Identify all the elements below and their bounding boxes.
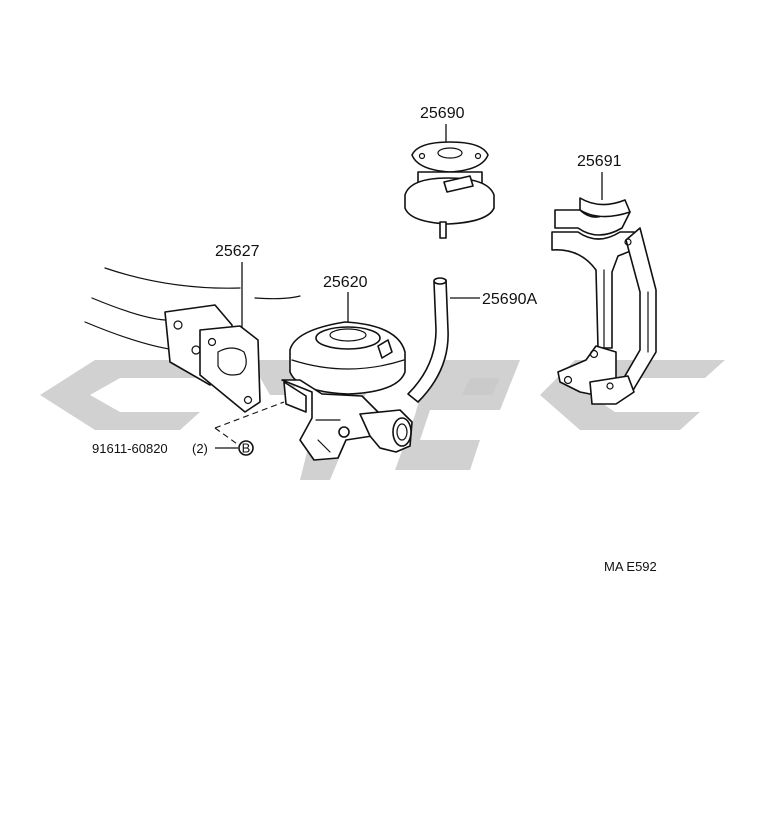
bolt-part-number: 91611-60820 xyxy=(92,441,168,456)
vsv-part xyxy=(404,141,495,239)
bolt-quantity: (2) xyxy=(192,441,208,456)
label-hose: 25690A xyxy=(482,291,537,308)
gasket-part xyxy=(164,304,261,413)
ref-circle-b xyxy=(238,440,254,456)
label-egr-valve: 25620 xyxy=(323,274,368,291)
label-bracket: 25691 xyxy=(577,153,622,170)
label-gasket: 25627 xyxy=(215,243,260,260)
figure-code: MA E592 xyxy=(604,559,657,574)
bolt-ref-letter: B xyxy=(242,441,251,456)
hose-part xyxy=(407,277,449,403)
label-vsv: 25690 xyxy=(420,105,465,122)
bracket-part xyxy=(551,197,657,405)
egr-valve-part xyxy=(281,321,413,461)
engine-outline xyxy=(84,267,301,351)
bolt-reference: B 91611-60820 (2) xyxy=(92,401,285,456)
